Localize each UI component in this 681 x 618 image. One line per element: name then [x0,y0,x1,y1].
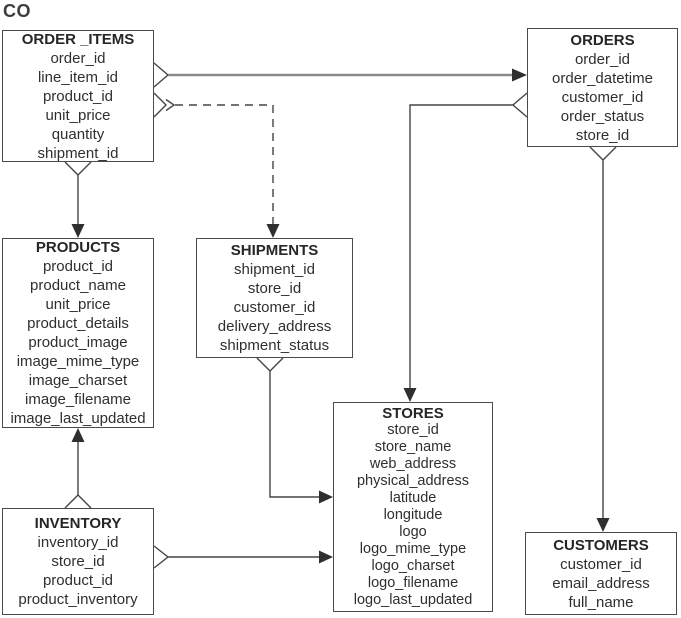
field-row: image_mime_type [16,353,140,370]
diagram-schema-label: CO [3,1,31,21]
field-row: unit_price [45,296,111,313]
field-row: latitude [389,490,437,506]
field-row: quantity [51,125,105,143]
field-row: product_id [42,87,114,105]
connector-order-items-orders [153,62,527,88]
field-row: order_id [50,49,106,67]
entity-title-inventory: INVENTORY [34,515,122,532]
field-row: image_charset [28,372,128,389]
connector-shipments-stores [256,357,333,504]
connector-order-items-shipments [153,92,280,238]
entity-products[interactable]: PRODUCTS product_id product_name unit_pric… [2,238,154,428]
entity-fields-inventory: inventory_id store_id product_id product_in… [18,533,137,609]
field-row: product_inventory [18,591,138,608]
connector-orders-stores [403,92,528,402]
field-row: order_status [560,107,645,125]
connector-order-items-products [64,161,92,238]
field-row: physical_address [356,473,470,489]
field-row: product_details [27,315,129,332]
field-row: logo_charset [371,558,455,574]
field-row: customer_id [233,299,316,316]
field-row: product_id [42,258,114,275]
field-row: line_item_id [37,68,119,86]
field-row: customer_id [560,555,642,573]
field-row: logo [399,524,427,540]
field-row: logo_mime_type [359,541,467,557]
entity-title-stores: STORES [382,405,444,422]
entity-title-shipments: SHIPMENTS [230,242,319,259]
entity-fields-products: product_id product_name unit_price product_… [10,257,145,428]
field-row: image_last_updated [10,410,146,427]
connector-orders-customers [589,146,617,532]
entity-title-order-items: ORDER _ITEMS [21,30,135,48]
field-row: inventory_id [37,534,119,551]
entity-title-orders: ORDERS [570,31,635,49]
entity-shipments[interactable]: SHIPMENTS shipment_id store_id customer_id… [196,238,353,358]
entity-fields-shipments: shipment_id store_id customer_id delivery_a… [218,260,331,355]
entity-title-customers: CUSTOMERS [553,536,649,554]
field-row: product_name [30,277,126,294]
entity-title-products: PRODUCTS [35,239,121,256]
field-row: shipment_id [234,261,315,278]
connector-inventory-products [64,428,92,509]
field-row: image_filename [25,391,131,408]
field-row: store_id [575,126,630,144]
field-row: customer_id [561,88,644,106]
field-row: shipment_id [37,144,119,162]
field-row: logo_filename [367,575,459,591]
connector-inventory-stores [153,545,333,569]
field-row: full_name [568,593,634,611]
field-row: email_address [552,574,650,592]
field-row: store_id [51,553,105,570]
entity-inventory[interactable]: INVENTORY inventory_id store_id product_id… [2,508,154,615]
field-row: store_id [387,422,439,438]
field-row: product_id [42,572,114,589]
field-row: order_datetime [552,69,653,87]
field-row: store_name [374,439,452,455]
field-row: order_id [574,50,631,68]
field-row: unit_price [45,106,111,124]
field-row: web_address [369,456,457,472]
field-row: product_image [28,334,128,351]
field-row: shipment_status [219,337,330,354]
field-row: store_id [247,280,302,297]
field-row: longitude [383,507,443,523]
field-row: delivery_address [217,318,332,335]
field-row: logo_last_updated [353,592,473,608]
